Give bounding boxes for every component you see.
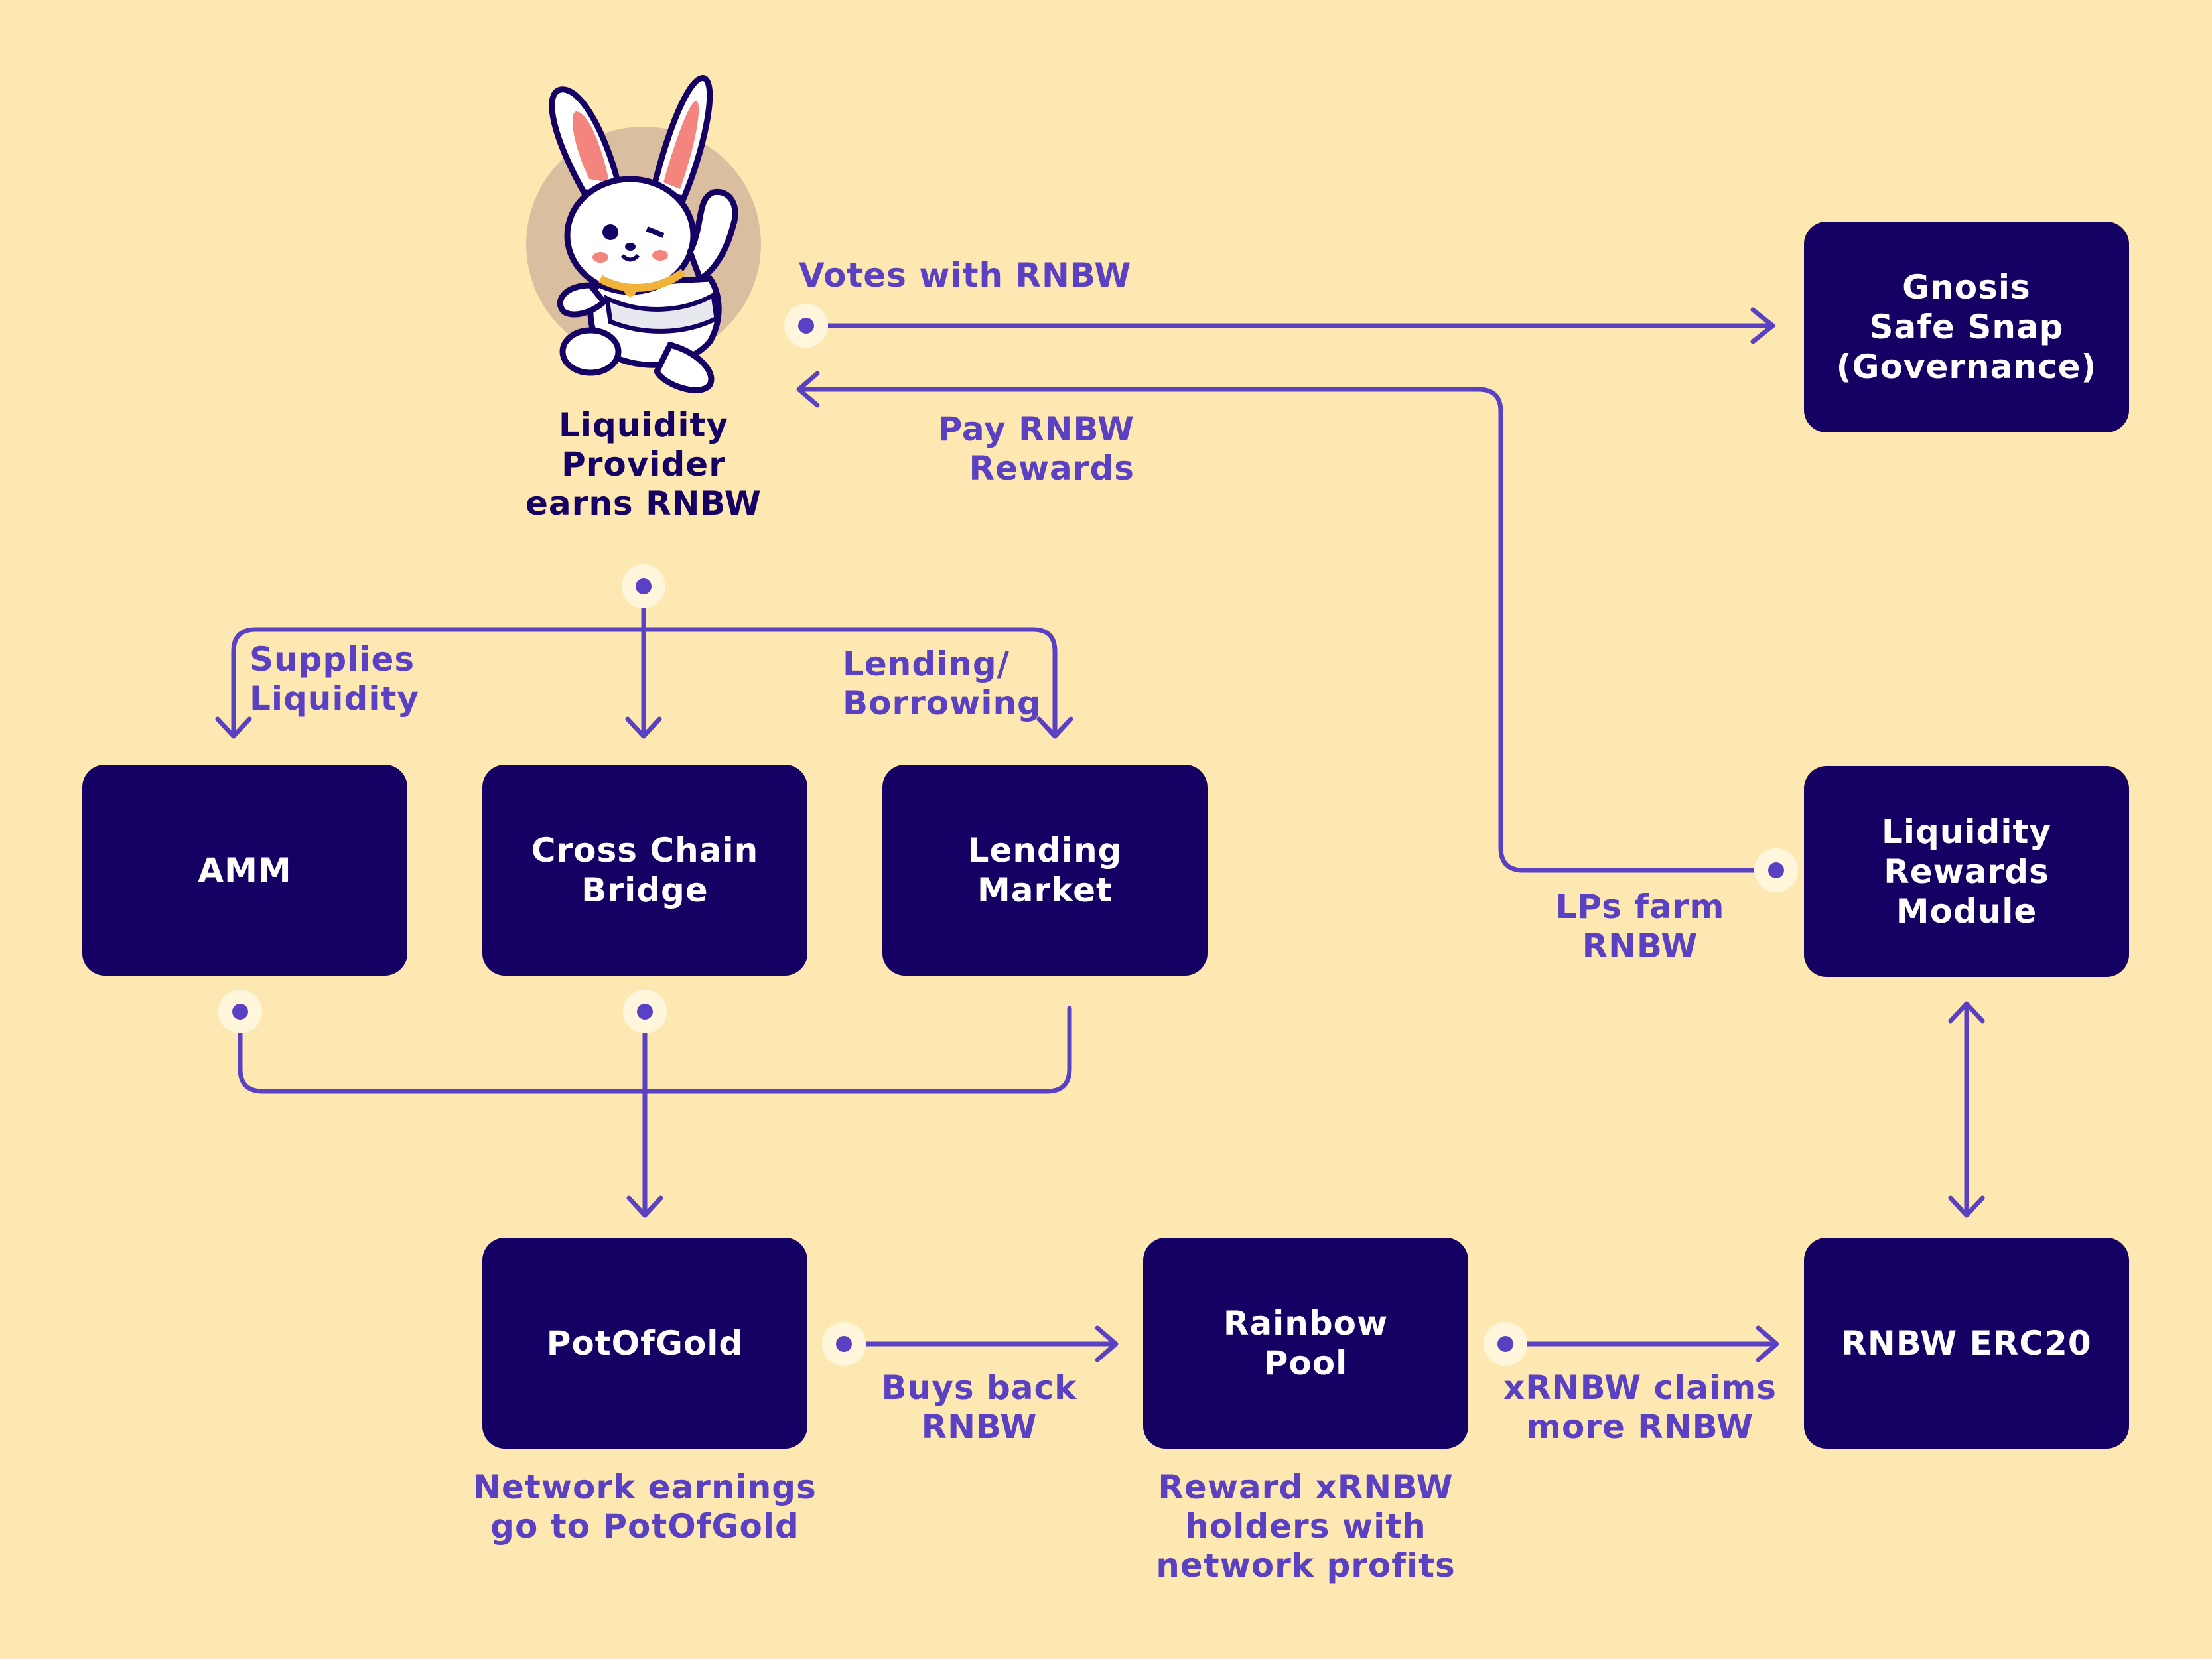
bunny-mascot-icon [526,75,761,393]
dot-rainbow-pool [1484,1322,1527,1366]
amm-node: AMM [82,765,407,976]
pay-rnbw-rewards-label: Pay RNBW Rewards [937,410,1135,488]
votes-with-rnbw-label: Votes with RNBW [799,256,1132,295]
cross-chain-bridge-node: Cross Chain Bridge [482,765,807,976]
votes-arrow [803,307,1775,344]
pay-rewards-arrow [796,371,1779,873]
dot-potofgold [822,1322,866,1366]
dot-bridge [623,990,667,1033]
dot-provider [622,564,665,608]
xrnbw-claims-more-rnbw-label: xRNBW claims more RNBW [1503,1368,1777,1446]
lps-farm-rnbw-label: LPs farm RNBW [1555,888,1725,965]
liquidity-provider-label: Liquidity Provider earns RNBW [525,406,762,523]
lending-borrowing-label: Lending/ Borrowing [843,645,1042,722]
buys-back-arrow [841,1325,1119,1362]
provider-split-arrows [215,584,1073,739]
supplies-liquidity-label: Supplies Liquidity [249,640,419,718]
merge-to-potofgold-arrows [238,1006,1072,1218]
dot-votes [784,304,828,348]
network-earnings-label: Network earnings go to PotOfGold [473,1468,817,1546]
rnbw-erc20-node: RNBW ERC20 [1804,1238,2129,1449]
liquidity-rewards-module-node: Liquidity Rewards Module [1804,766,2129,977]
connector-start-dots [218,304,1798,1366]
lending-market-node: Lending Market [882,765,1208,976]
dot-amm [218,990,262,1033]
potofgold-node: PotOfGold [482,1238,807,1449]
rewards-erc20-bidirectional-arrow [1948,1001,1985,1218]
xrnbw-claims-arrow [1503,1325,1779,1362]
buys-back-rnbw-label: Buys back RNBW [881,1368,1077,1446]
dot-lps-farm [1754,848,1798,892]
gnosis-safe-snap-node: Gnosis Safe Snap (Governance) [1804,222,2129,432]
reward-xrnbw-holders-label: Reward xRNBW holders with network profit… [1156,1468,1456,1585]
rainbow-pool-node: Rainbow Pool [1143,1238,1468,1449]
